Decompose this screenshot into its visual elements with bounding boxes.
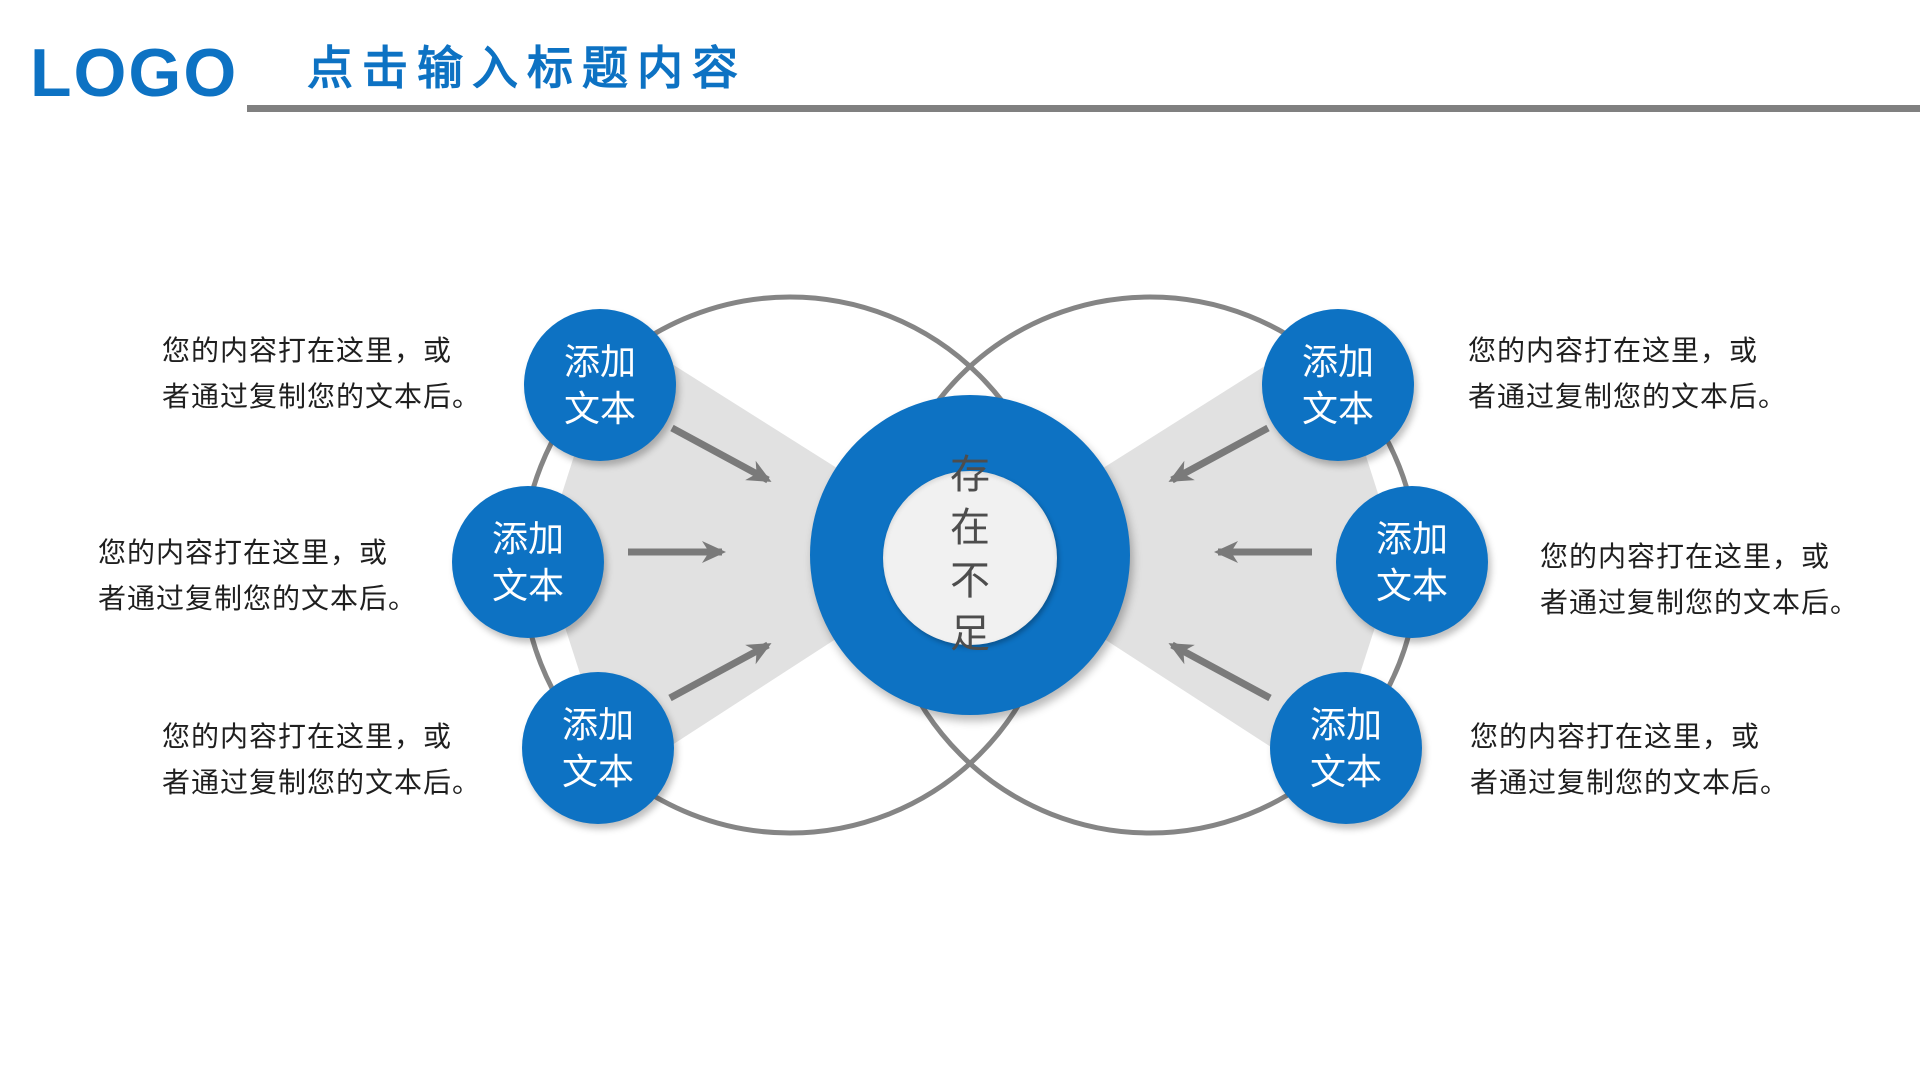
- caption-line2: 者通过复制您的文本后。: [98, 583, 418, 614]
- arrows-group: [628, 424, 1312, 702]
- arrow-right-top-icon: [1168, 424, 1270, 484]
- center-char: 在: [950, 506, 990, 550]
- caption-line2: 者通过复制您的文本后。: [1468, 381, 1788, 412]
- caption-right-middle[interactable]: 您的内容打在这里，或 者通过复制您的文本后。: [1540, 534, 1859, 626]
- caption-line1: 您的内容打在这里，或: [162, 335, 453, 366]
- node-left-bottom[interactable]: 添加 文本: [522, 672, 674, 824]
- caption-line2: 者通过复制您的文本后。: [162, 767, 482, 798]
- caption-line2: 者通过复制您的文本后。: [162, 381, 482, 412]
- center-char: 足: [950, 612, 990, 656]
- caption-right-top[interactable]: 您的内容打在这里，或 者通过复制您的文本后。: [1468, 328, 1787, 420]
- arrow-right-bottom-icon: [1168, 641, 1272, 702]
- node-label-line2: 文本: [563, 388, 636, 429]
- center-char: 存: [950, 453, 990, 497]
- node-label-line2: 文本: [491, 565, 564, 606]
- node-label-line1: 添加: [563, 341, 636, 382]
- caption-line2: 者通过复制您的文本后。: [1540, 587, 1860, 618]
- node-label-line1: 添加: [1309, 704, 1382, 745]
- arrow-left-top-icon: [670, 424, 772, 484]
- arrow-left-bottom-icon: [668, 641, 772, 702]
- logo-text: LOGO: [30, 35, 239, 111]
- slide-title[interactable]: 点击输入标题内容: [307, 42, 747, 94]
- node-right-top[interactable]: 添加 文本: [1262, 309, 1414, 461]
- caption-line2: 者通过复制您的文本后。: [1470, 767, 1790, 798]
- header-divider: [247, 105, 1920, 112]
- caption-left-top[interactable]: 您的内容打在这里，或 者通过复制您的文本后。: [162, 328, 481, 420]
- caption-left-bottom[interactable]: 您的内容打在这里，或 者通过复制您的文本后。: [162, 714, 481, 806]
- caption-line1: 您的内容打在这里，或: [1468, 335, 1759, 366]
- node-label-line1: 添加: [491, 518, 564, 559]
- node-label-line2: 文本: [561, 751, 634, 792]
- node-label-line2: 文本: [1301, 388, 1374, 429]
- node-label-line1: 添加: [561, 704, 634, 745]
- node-label-line2: 文本: [1309, 751, 1382, 792]
- node-right-middle[interactable]: 添加 文本: [1336, 486, 1488, 638]
- center-ring-hole: [883, 471, 1057, 645]
- caption-line1: 您的内容打在这里，或: [1540, 541, 1831, 572]
- caption-line1: 您的内容打在这里，或: [1470, 721, 1761, 752]
- node-right-bottom[interactable]: 添加 文本: [1270, 672, 1422, 824]
- node-left-middle[interactable]: 添加 文本: [452, 486, 604, 638]
- node-left-top[interactable]: 添加 文本: [524, 309, 676, 461]
- center-label: 存 在 不 足: [944, 449, 996, 661]
- caption-line1: 您的内容打在这里，或: [162, 721, 453, 752]
- center-char: 不: [950, 559, 990, 603]
- caption-line1: 您的内容打在这里，或: [98, 537, 389, 568]
- node-label-line2: 文本: [1375, 565, 1448, 606]
- caption-left-middle[interactable]: 您的内容打在这里，或 者通过复制您的文本后。: [98, 530, 417, 622]
- node-label-line1: 添加: [1375, 518, 1448, 559]
- node-label-line1: 添加: [1301, 341, 1374, 382]
- caption-right-bottom[interactable]: 您的内容打在这里，或 者通过复制您的文本后。: [1470, 714, 1789, 806]
